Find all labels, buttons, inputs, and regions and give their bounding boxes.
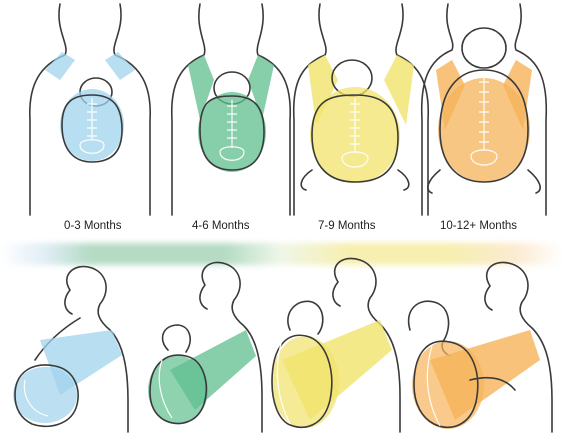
side-view-10-12-months [409,262,552,432]
side-view-4-6-months [148,262,262,432]
side-view-0-3-months [13,267,128,432]
side-view-7-9-months [271,258,400,432]
